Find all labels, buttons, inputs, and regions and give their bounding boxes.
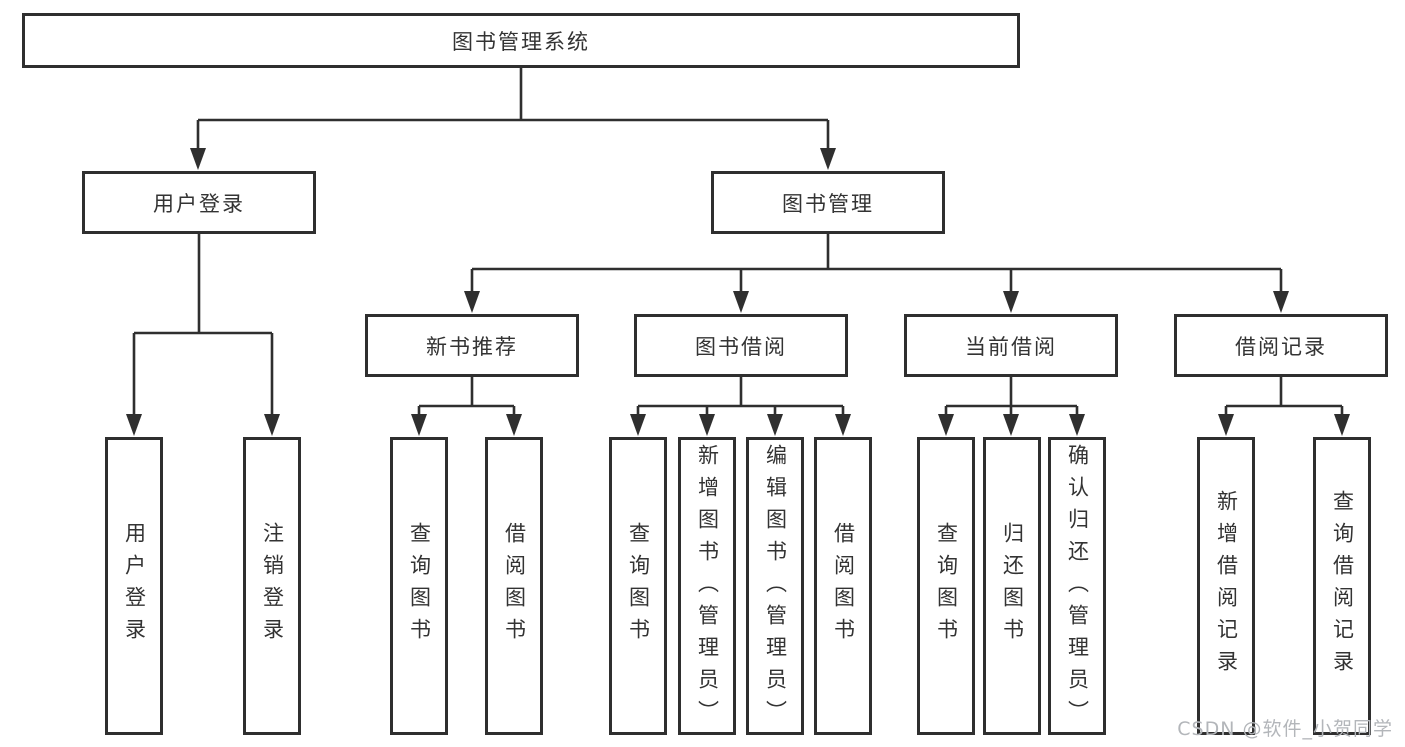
leaf-br-query-record: 查询借阅记录 [1313, 437, 1371, 735]
node-user-login-branch: 用户登录 [82, 171, 316, 234]
arrowheads [126, 148, 1350, 436]
node-book-management-branch: 图书管理 [711, 171, 945, 234]
node-root-system: 图书管理系统 [22, 13, 1020, 68]
node-borrowing-records: 借阅记录 [1174, 314, 1388, 377]
csdn-watermark: CSDN @软件_小贺同学 [1177, 718, 1393, 740]
node-current-borrowing: 当前借阅 [904, 314, 1118, 377]
node-new-book-recommend: 新书推荐 [365, 314, 579, 377]
leaf-nbr-query-books: 查询图书 [390, 437, 448, 735]
node-book-borrowing: 图书借阅 [634, 314, 848, 377]
leaf-br-add-record: 新增借阅记录 [1197, 437, 1255, 735]
leaf-bb-borrow-books: 借阅图书 [814, 437, 872, 735]
leaf-cb-query-books: 查询图书 [917, 437, 975, 735]
leaf-logout: 注销登录 [243, 437, 301, 735]
leaf-bb-query-books: 查询图书 [609, 437, 667, 735]
leaf-bb-add-books-admin: 新增图书（管理员） [678, 437, 736, 735]
leaf-nbr-borrow-books: 借阅图书 [485, 437, 543, 735]
leaf-user-login: 用户登录 [105, 437, 163, 735]
leaf-bb-edit-books-admin: 编辑图书（管理员） [746, 437, 804, 735]
leaf-cb-confirm-return-admin: 确认归还（管理员） [1048, 437, 1106, 735]
leaf-cb-return-books: 归还图书 [983, 437, 1041, 735]
connector-path [132, 68, 1344, 418]
